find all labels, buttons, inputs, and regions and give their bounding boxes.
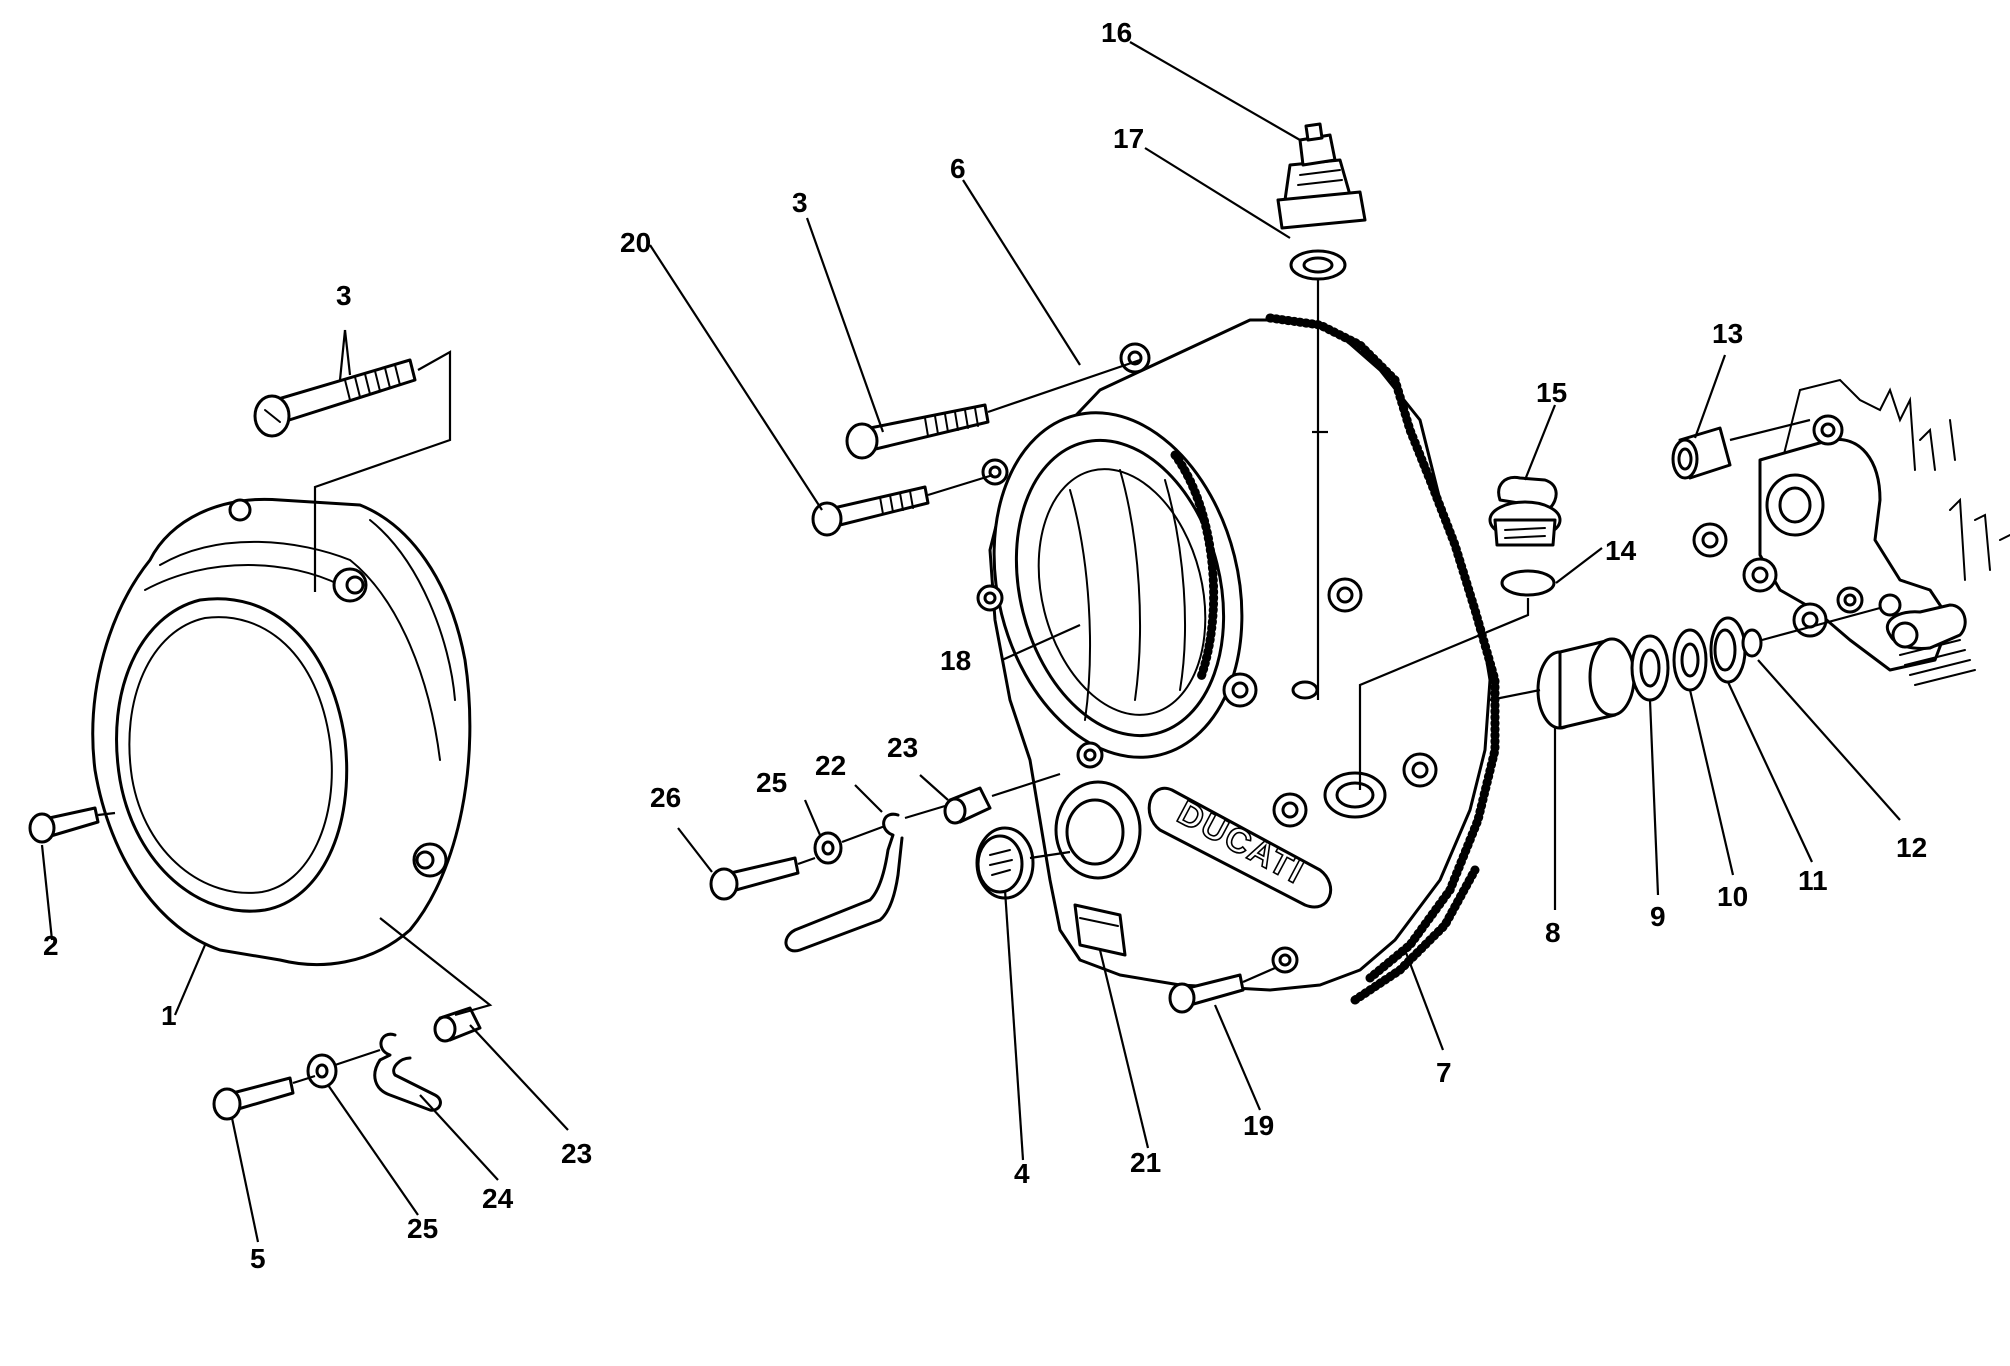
callout-9: 9	[1650, 901, 1666, 932]
washer-17-part	[1289, 249, 1347, 281]
callout-22: 22	[815, 750, 846, 781]
callout-3-left: 3	[336, 280, 352, 311]
washer-25-center-part	[813, 831, 843, 865]
crankcase-cover-part: DUCATI	[976, 313, 1500, 992]
filler-cap-15-part	[1488, 475, 1562, 547]
bush-8-part	[1536, 637, 1636, 730]
washer-25-left-part	[306, 1053, 338, 1089]
callout-24: 24	[482, 1183, 514, 1214]
bolt-20-part	[811, 485, 930, 537]
ring-10-part	[1672, 628, 1708, 692]
callout-25-center: 25	[756, 767, 787, 798]
callout-leaders	[40, 41, 1901, 1243]
callout-11: 11	[1798, 865, 1828, 896]
callout-4: 4	[1014, 1158, 1030, 1189]
leader-line	[1242, 966, 1276, 984]
callout-18: 18	[940, 645, 971, 676]
callout-6: 6	[950, 153, 966, 184]
leader-line	[1489, 688, 1541, 702]
leader-line	[927, 473, 994, 497]
pressure-switch-16-part	[1276, 122, 1367, 230]
leader-line	[1358, 598, 1530, 790]
callout-3-center: 3	[792, 187, 808, 218]
gasket-7-part	[1350, 865, 1480, 1005]
leader-line	[97, 811, 116, 817]
bolt-2-part	[28, 806, 100, 844]
seal-4-part	[975, 826, 1035, 900]
bush-23-center-part	[943, 786, 992, 825]
bush-13-part	[1671, 426, 1732, 480]
label-21-line	[1079, 917, 1119, 927]
label-21-part	[1073, 903, 1127, 957]
bolt-3-left-part	[253, 358, 417, 438]
spring-clip-24-part	[373, 1032, 442, 1112]
ring-9-part	[1630, 634, 1670, 702]
callout-7: 7	[1436, 1057, 1452, 1088]
leader-line	[1729, 418, 1811, 442]
callout-10: 10	[1717, 881, 1748, 912]
callout-2: 2	[43, 930, 59, 961]
leader-line	[313, 350, 452, 592]
spring-clip-22-part	[784, 812, 904, 953]
bolt-19-part	[1168, 973, 1245, 1014]
callout-1: 1	[161, 1000, 177, 1031]
callout-5: 5	[250, 1243, 266, 1274]
callout-14: 14	[1605, 535, 1637, 566]
callout-23-center: 23	[887, 732, 918, 763]
callout-21: 21	[1130, 1147, 1161, 1178]
bolt-3-center-part	[845, 403, 990, 460]
o-ring-14-part	[1500, 569, 1556, 597]
engine-case-fragment-part	[1692, 378, 2010, 686]
leader-line	[1029, 850, 1071, 860]
callout-20: 20	[620, 227, 651, 258]
leader-line	[1761, 606, 1881, 642]
callout-13: 13	[1712, 318, 1743, 349]
circlip-11-part	[1709, 616, 1747, 684]
leader-line	[987, 358, 1141, 414]
leader-line	[292, 917, 493, 1085]
bush-23-left-part	[433, 1006, 482, 1043]
bolt-5-part	[212, 1076, 295, 1121]
callout-26: 26	[650, 782, 681, 813]
callout-19: 19	[1243, 1110, 1274, 1141]
leader-line	[797, 772, 1061, 866]
bolt-26-part	[709, 856, 800, 901]
callout-numbers: 1 2 3 3 4 5 6 7 8 9 10 11 12 13 14 15 16…	[43, 17, 1927, 1274]
callout-25-left: 25	[407, 1213, 438, 1244]
clutch-cover-part	[91, 497, 472, 967]
callout-12: 12	[1896, 832, 1927, 863]
callout-8: 8	[1545, 917, 1561, 948]
callout-23-left: 23	[561, 1138, 592, 1169]
o-ring-12-part	[1741, 628, 1763, 658]
callout-16: 16	[1101, 17, 1132, 48]
callout-15: 15	[1536, 377, 1567, 408]
callout-17: 17	[1113, 123, 1144, 154]
